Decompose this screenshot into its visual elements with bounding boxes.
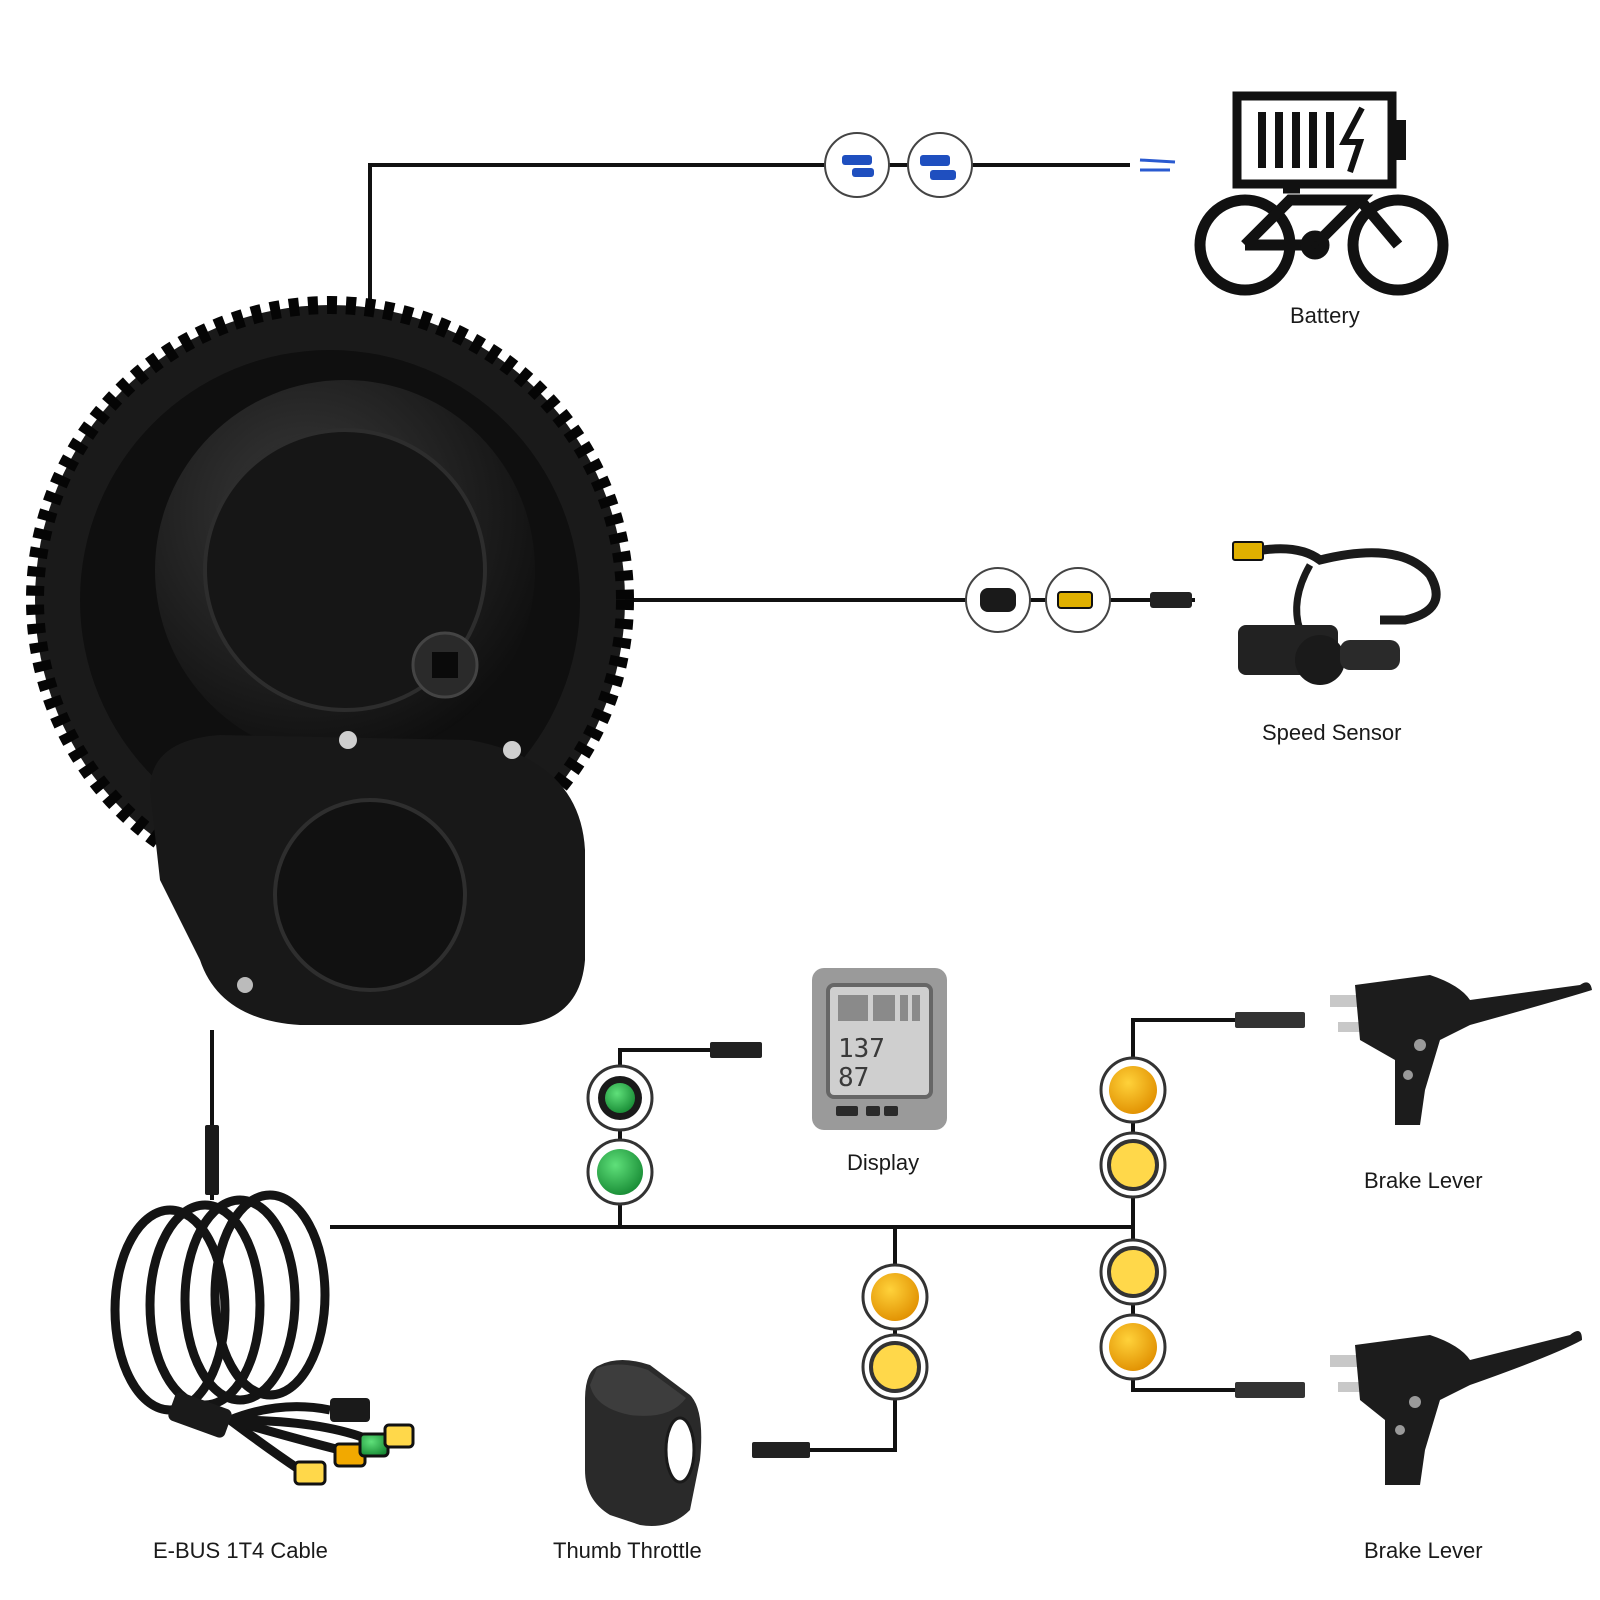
display-connectors [586, 1042, 762, 1206]
brake-lever-bottom-label: Brake Lever [1364, 1538, 1483, 1563]
display-reading-2: 87 [838, 1063, 869, 1093]
spindle-square [432, 652, 458, 678]
motor-bolt [503, 741, 521, 759]
ebus-cable-label: E-BUS 1T4 Cable [153, 1538, 328, 1563]
battery-icon [1232, 91, 1406, 189]
brake-connectors [1099, 1012, 1305, 1398]
motor-cover [203, 428, 487, 712]
display-icon: 137 87 [812, 968, 947, 1130]
speed-sensor-label: Speed Sensor [1262, 720, 1402, 745]
speed-sensor-icon [1232, 541, 1441, 685]
brake-lever-bottom-icon [1330, 1331, 1582, 1485]
display-button [836, 1106, 858, 1116]
display-label: Display [847, 1150, 920, 1175]
motor-bolt [237, 977, 253, 993]
display-reading-1: 137 [838, 1034, 885, 1064]
brake-top-wire [1131, 1018, 1240, 1227]
motor-bolt [339, 731, 357, 749]
battery-connectors [824, 132, 1176, 198]
motor-endcap [273, 798, 467, 992]
thumb-throttle-icon [585, 1360, 702, 1526]
ebus-cable-icon [110, 1125, 415, 1486]
brake-lever-top-label: Brake Lever [1364, 1168, 1483, 1193]
thumb-throttle-label: Thumb Throttle [553, 1538, 702, 1563]
brake-lever-top-icon [1330, 975, 1592, 1125]
display-button [866, 1106, 880, 1116]
battery-terminal [1392, 120, 1406, 160]
throttle-connectors [752, 1263, 929, 1458]
bicycle-icon [1194, 182, 1449, 296]
display-button [884, 1106, 898, 1116]
battery-cells [1258, 112, 1334, 168]
battery-label: Battery [1290, 303, 1360, 328]
mid-drive-motor [26, 296, 634, 1025]
lightning-icon [1339, 106, 1365, 173]
speed-sensor-connectors [965, 567, 1192, 633]
